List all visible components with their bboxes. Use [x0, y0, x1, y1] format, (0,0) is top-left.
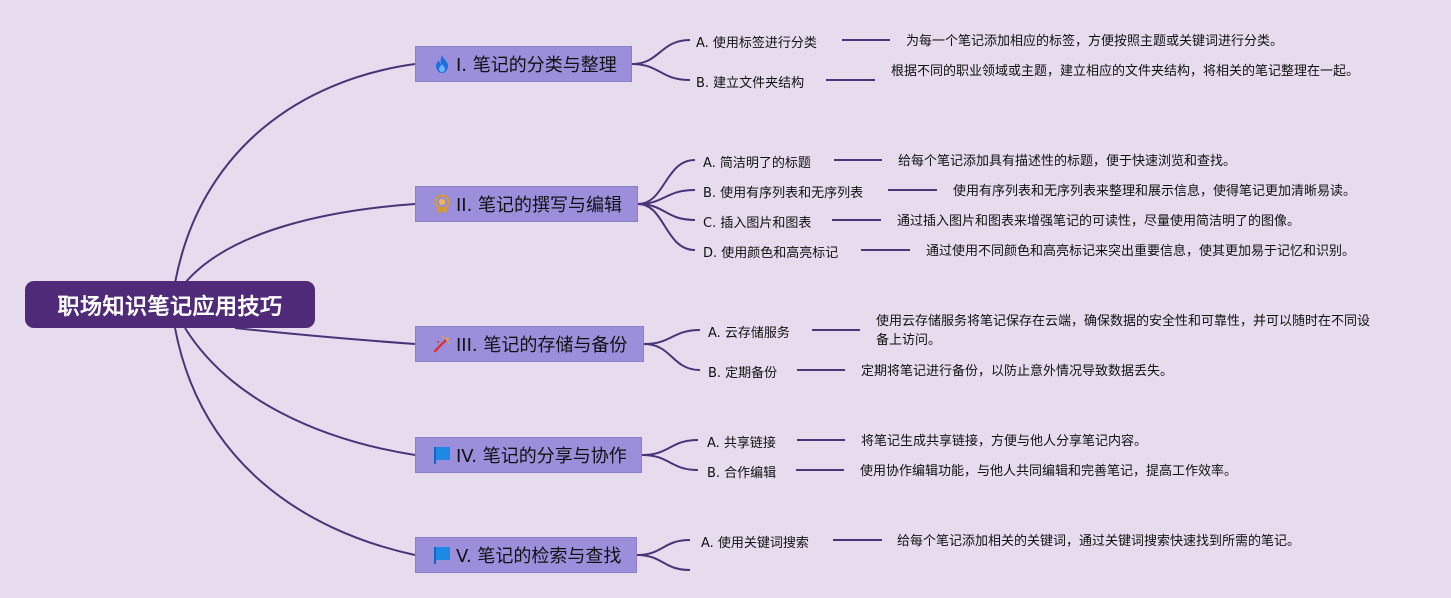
- connector-root-branch-2: [184, 203, 416, 284]
- connector-b3-b: [643, 343, 701, 371]
- connector-b1-b: [631, 63, 691, 81]
- sub-item-1a[interactable]: A. 使用标签进行分类: [696, 36, 817, 51]
- branch-label: II. 笔记的撰写与编辑: [456, 195, 623, 216]
- connector-b2-a: [637, 159, 696, 205]
- description-1a: 为每一个笔记添加相应的标签，方便按照主题或关键词进行分类。: [906, 34, 1284, 49]
- branch-label: III. 笔记的存储与备份: [456, 335, 628, 356]
- description-3a: 使用云存储服务将笔记保存在云端，确保数据的安全性和可靠性，并可以随时在不同设备上…: [876, 314, 1371, 348]
- description-2b: 使用有序列表和无序列表来整理和展示信息，使得笔记更加清晰易读。: [953, 184, 1357, 199]
- sub-item-4b[interactable]: B. 合作编辑: [707, 466, 777, 481]
- description-3b: 定期将笔记进行备份，以防止意外情况导致数据丢失。: [861, 364, 1174, 379]
- sub-item-2d[interactable]: D. 使用颜色和高亮标记: [703, 246, 839, 261]
- connector-b3-a: [643, 329, 701, 345]
- description-4a: 将笔记生成共享链接，方便与他人分享笔记内容。: [861, 434, 1148, 449]
- connector-b5-a: [636, 539, 691, 556]
- sub-item-1b[interactable]: B. 建立文件夹结构: [696, 76, 805, 91]
- branch-node-2[interactable]: II. 笔记的撰写与编辑: [415, 186, 638, 222]
- branch-node-5[interactable]: V. 笔记的检索与查找: [415, 537, 637, 573]
- branch-label: IV. 笔记的分享与协作: [456, 446, 627, 467]
- sub-item-2c[interactable]: C. 插入图片和图表: [703, 216, 812, 231]
- description-2d: 通过使用不同颜色和高亮标记来突出重要信息，使其更加易于记忆和识别。: [926, 244, 1356, 259]
- description-5a: 给每个笔记添加相关的关键词，通过关键词搜索快速找到所需的笔记。: [897, 534, 1301, 549]
- flag-icon: [432, 545, 452, 565]
- connector-b4-a: [641, 439, 699, 456]
- sub-item-3a[interactable]: A. 云存储服务: [708, 326, 790, 341]
- sub-item-4a[interactable]: A. 共享链接: [707, 436, 776, 451]
- connector-root-branch-3: [234, 327, 416, 345]
- connector-root-branch-1: [174, 63, 416, 284]
- branch-label: I. 笔记的分类与整理: [456, 55, 617, 76]
- connector-b1-a: [631, 39, 691, 65]
- root-title: 职场知识笔记应用技巧: [57, 294, 283, 320]
- connector-root-branch-4: [184, 327, 416, 456]
- root-node[interactable]: 职场知识笔记应用技巧: [25, 281, 315, 328]
- sub-item-3b[interactable]: B. 定期备份: [708, 366, 778, 381]
- sub-item-2a[interactable]: A. 简洁明了的标题: [703, 156, 811, 171]
- description-2a: 给每个笔记添加具有描述性的标题，便于快速浏览和查找。: [898, 154, 1237, 169]
- branch-node-1[interactable]: I. 笔记的分类与整理: [415, 46, 632, 82]
- branch-label: V. 笔记的检索与查找: [456, 546, 622, 567]
- connector-b4-b: [641, 454, 699, 471]
- description-4b: 使用协作编辑功能，与他人共同编辑和完善笔记，提高工作效率。: [860, 464, 1238, 479]
- medal-icon: [432, 194, 452, 214]
- wand-icon: [432, 334, 452, 354]
- description-2c: 通过插入图片和图表来增强笔记的可读性，尽量使用简洁明了的图像。: [897, 214, 1301, 229]
- connector-root-branch-5: [174, 327, 416, 556]
- connector-b2-d: [637, 203, 696, 251]
- branch-node-4[interactable]: IV. 笔记的分享与协作: [415, 437, 642, 473]
- description-1b: 根据不同的职业领域或主题，建立相应的文件夹结构，将相关的笔记整理在一起。: [891, 64, 1360, 79]
- connector-b5-b: [636, 554, 691, 571]
- branch-node-3[interactable]: III. 笔记的存储与备份: [415, 326, 644, 362]
- flag-icon: [432, 445, 452, 465]
- flame-icon: [432, 54, 452, 74]
- sub-item-2b[interactable]: B. 使用有序列表和无序列表: [703, 186, 864, 201]
- sub-item-5a[interactable]: A. 使用关键词搜索: [701, 536, 809, 551]
